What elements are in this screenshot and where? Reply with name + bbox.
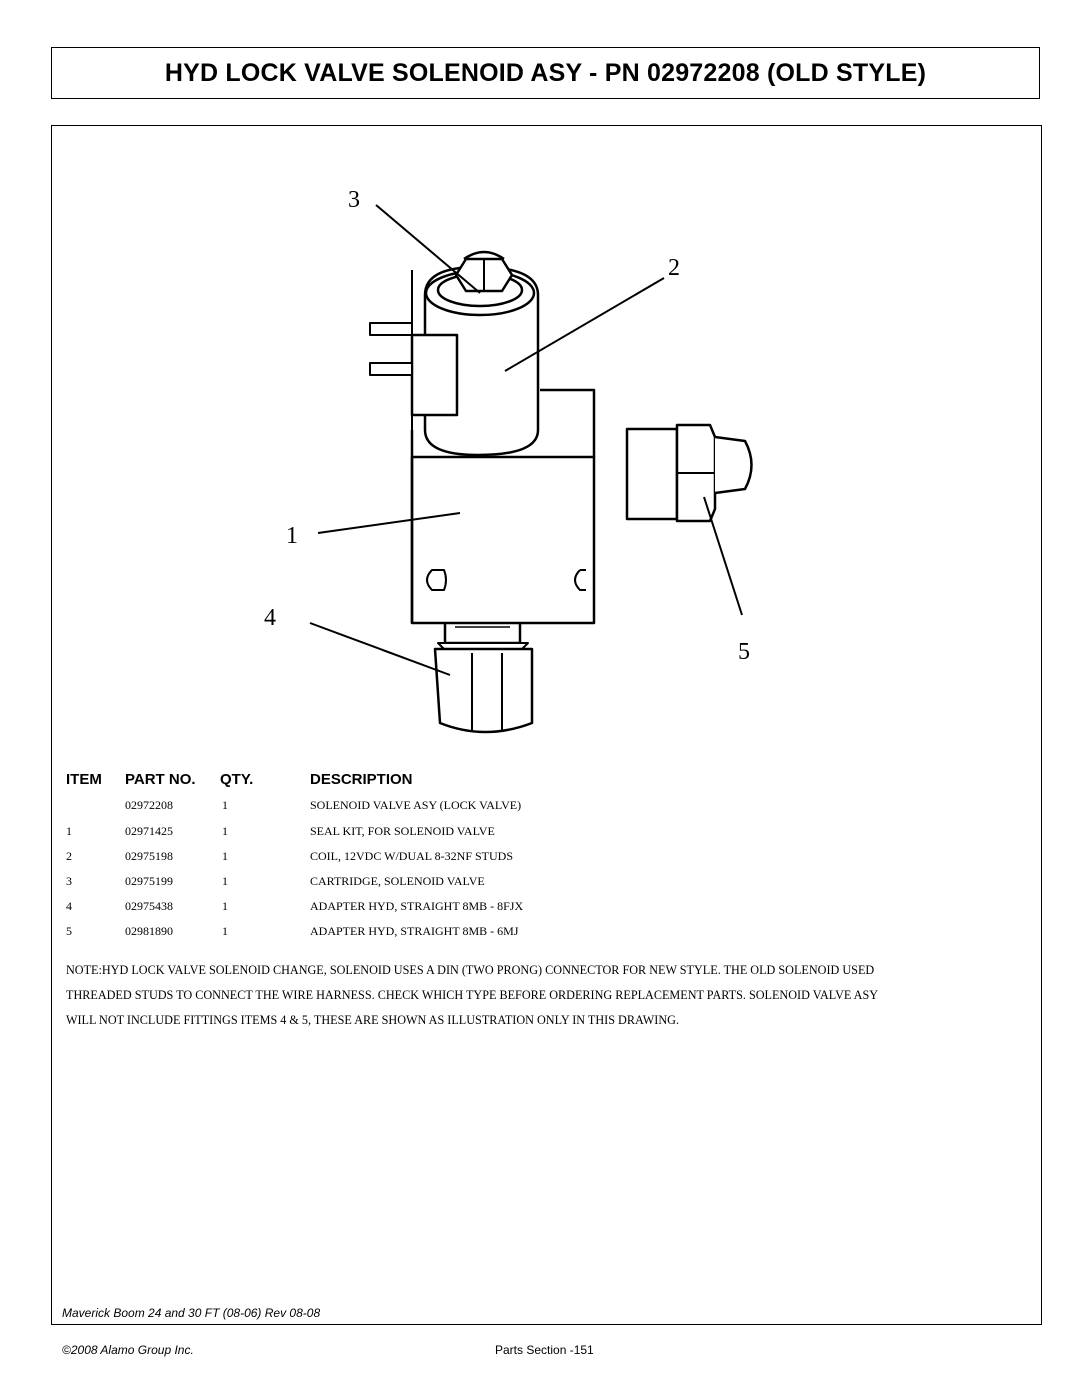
solenoid-valve-diagram: 3 2 1 4 5 <box>264 187 753 734</box>
cartridge-nut-drawing <box>454 250 514 293</box>
page-title: HYD LOCK VALVE SOLENOID ASY - PN 0297220… <box>164 58 927 87</box>
cell-part-no: 02972208 <box>125 798 173 812</box>
table-row: 1 02971425 1 SEAL KIT, FOR SOLENOID VALV… <box>0 824 1080 844</box>
side-adapter-drawing <box>625 423 753 523</box>
table-row: 2 02975198 1 COIL, 12VDC W/DUAL 8-32NF S… <box>0 849 1080 869</box>
callout-2: 2 <box>668 255 680 281</box>
callout-4: 4 <box>264 605 276 631</box>
valve-body-drawing <box>410 388 596 625</box>
cell-qty: 1 <box>222 899 228 913</box>
table-row: 3 02975199 1 CARTRIDGE, SOLENOID VALVE <box>0 874 1080 894</box>
note-line: NOTE:HYD LOCK VALVE SOLENOID CHANGE, SOL… <box>66 963 875 977</box>
table-row: 5 02981890 1 ADAPTER HYD, STRAIGHT 8MB -… <box>0 924 1080 944</box>
bottom-adapter-drawing <box>433 623 534 734</box>
cell-qty: 1 <box>222 849 228 863</box>
cell-part-no: 02971425 <box>125 824 173 838</box>
callout-5: 5 <box>738 639 750 665</box>
cell-item: 5 <box>66 924 72 938</box>
footer-page-number: Parts Section -151 <box>495 1343 594 1357</box>
cell-part-no: 02975198 <box>125 849 173 863</box>
note-line: THREADED STUDS TO CONNECT THE WIRE HARNE… <box>66 988 879 1002</box>
cell-qty: 1 <box>222 824 228 838</box>
cell-qty: 1 <box>222 798 228 812</box>
cell-part-no: 02981890 <box>125 924 173 938</box>
header-part-no: PART NO. <box>125 771 196 788</box>
table-row: 02972208 1 SOLENOID VALVE ASY (LOCK VALV… <box>0 798 1080 818</box>
cell-description: COIL, 12VDC W/DUAL 8-32NF STUDS <box>310 849 514 863</box>
main-content-frame <box>51 125 1042 1325</box>
cell-item: 2 <box>66 849 72 863</box>
cell-item: 1 <box>66 824 72 838</box>
title-box: HYD LOCK VALVE SOLENOID ASY - PN 0297220… <box>51 47 1040 99</box>
cell-part-no: 02975438 <box>125 899 173 913</box>
cell-description: SOLENOID VALVE ASY (LOCK VALVE) <box>310 798 522 812</box>
cell-item: 4 <box>66 899 72 913</box>
cell-description: ADAPTER HYD, STRAIGHT 8MB - 8FJX <box>310 899 524 913</box>
callout-1: 1 <box>286 523 298 549</box>
cell-description: CARTRIDGE, SOLENOID VALVE <box>310 874 485 888</box>
table-row: 4 02975438 1 ADAPTER HYD, STRAIGHT 8MB -… <box>0 899 1080 919</box>
header-item: ITEM <box>66 771 102 788</box>
note-line: WILL NOT INCLUDE FITTINGS ITEMS 4 & 5, T… <box>66 1013 680 1027</box>
callout-3: 3 <box>348 187 360 213</box>
cell-qty: 1 <box>222 924 228 938</box>
cell-qty: 1 <box>222 874 228 888</box>
header-qty: QTY. <box>220 771 254 788</box>
cell-item: 3 <box>66 874 72 888</box>
cell-part-no: 02975199 <box>125 874 173 888</box>
note-text: NOTE:HYD LOCK VALVE SOLENOID CHANGE, SOL… <box>66 958 1026 1033</box>
leader-lines <box>309 204 743 676</box>
header-description: DESCRIPTION <box>310 771 413 788</box>
footer-copyright: ©2008 Alamo Group Inc. <box>62 1343 194 1357</box>
cell-description: ADAPTER HYD, STRAIGHT 8MB - 6MJ <box>310 924 519 938</box>
footer-document-title: Maverick Boom 24 and 30 FT (08-06) Rev 0… <box>62 1306 321 1320</box>
coil-drawing <box>369 265 540 457</box>
cell-description: SEAL KIT, FOR SOLENOID VALVE <box>310 824 495 838</box>
